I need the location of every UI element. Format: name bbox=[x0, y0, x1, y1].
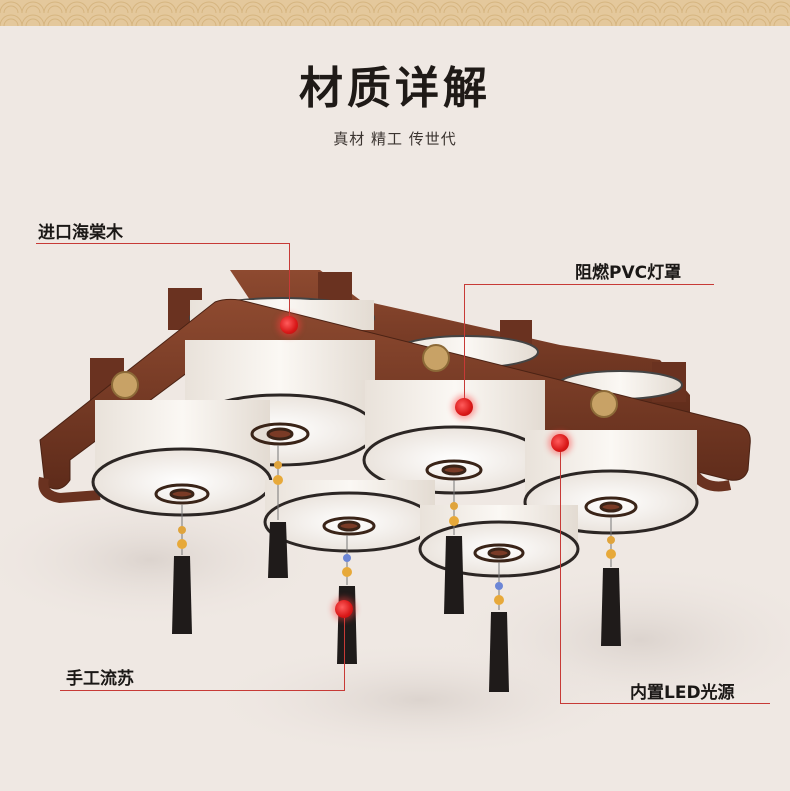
callout-wood-underline bbox=[36, 243, 290, 244]
page-subtitle: 真材 精工 传世代 bbox=[333, 130, 457, 148]
callout-led-underline bbox=[560, 703, 770, 704]
bottom-medallions bbox=[154, 422, 638, 563]
callout-tassel-label: 手工流苏 bbox=[66, 669, 134, 689]
callout-wood-dot bbox=[280, 316, 298, 334]
callout-led-label: 内置LED光源 bbox=[630, 683, 735, 703]
callout-tassel-dot bbox=[335, 600, 353, 618]
decorative-top-band bbox=[0, 0, 790, 26]
callout-shade-dot bbox=[455, 398, 473, 416]
callout-led-dot bbox=[551, 434, 569, 452]
callout-shade-label: 阻燃PVC灯罩 bbox=[575, 263, 682, 283]
callout-wood-connector bbox=[289, 243, 290, 323]
callout-shade-connector bbox=[464, 284, 465, 406]
page-title: 材质详解 bbox=[299, 63, 491, 114]
callout-shade-underline bbox=[464, 284, 714, 285]
brass-ornaments bbox=[111, 344, 618, 418]
lamp-shades bbox=[91, 340, 699, 578]
callout-led-connector bbox=[560, 442, 561, 703]
callout-wood-label: 进口海棠木 bbox=[38, 223, 123, 243]
callout-tassel-connector bbox=[344, 608, 345, 690]
callout-tassel-underline bbox=[60, 690, 345, 691]
